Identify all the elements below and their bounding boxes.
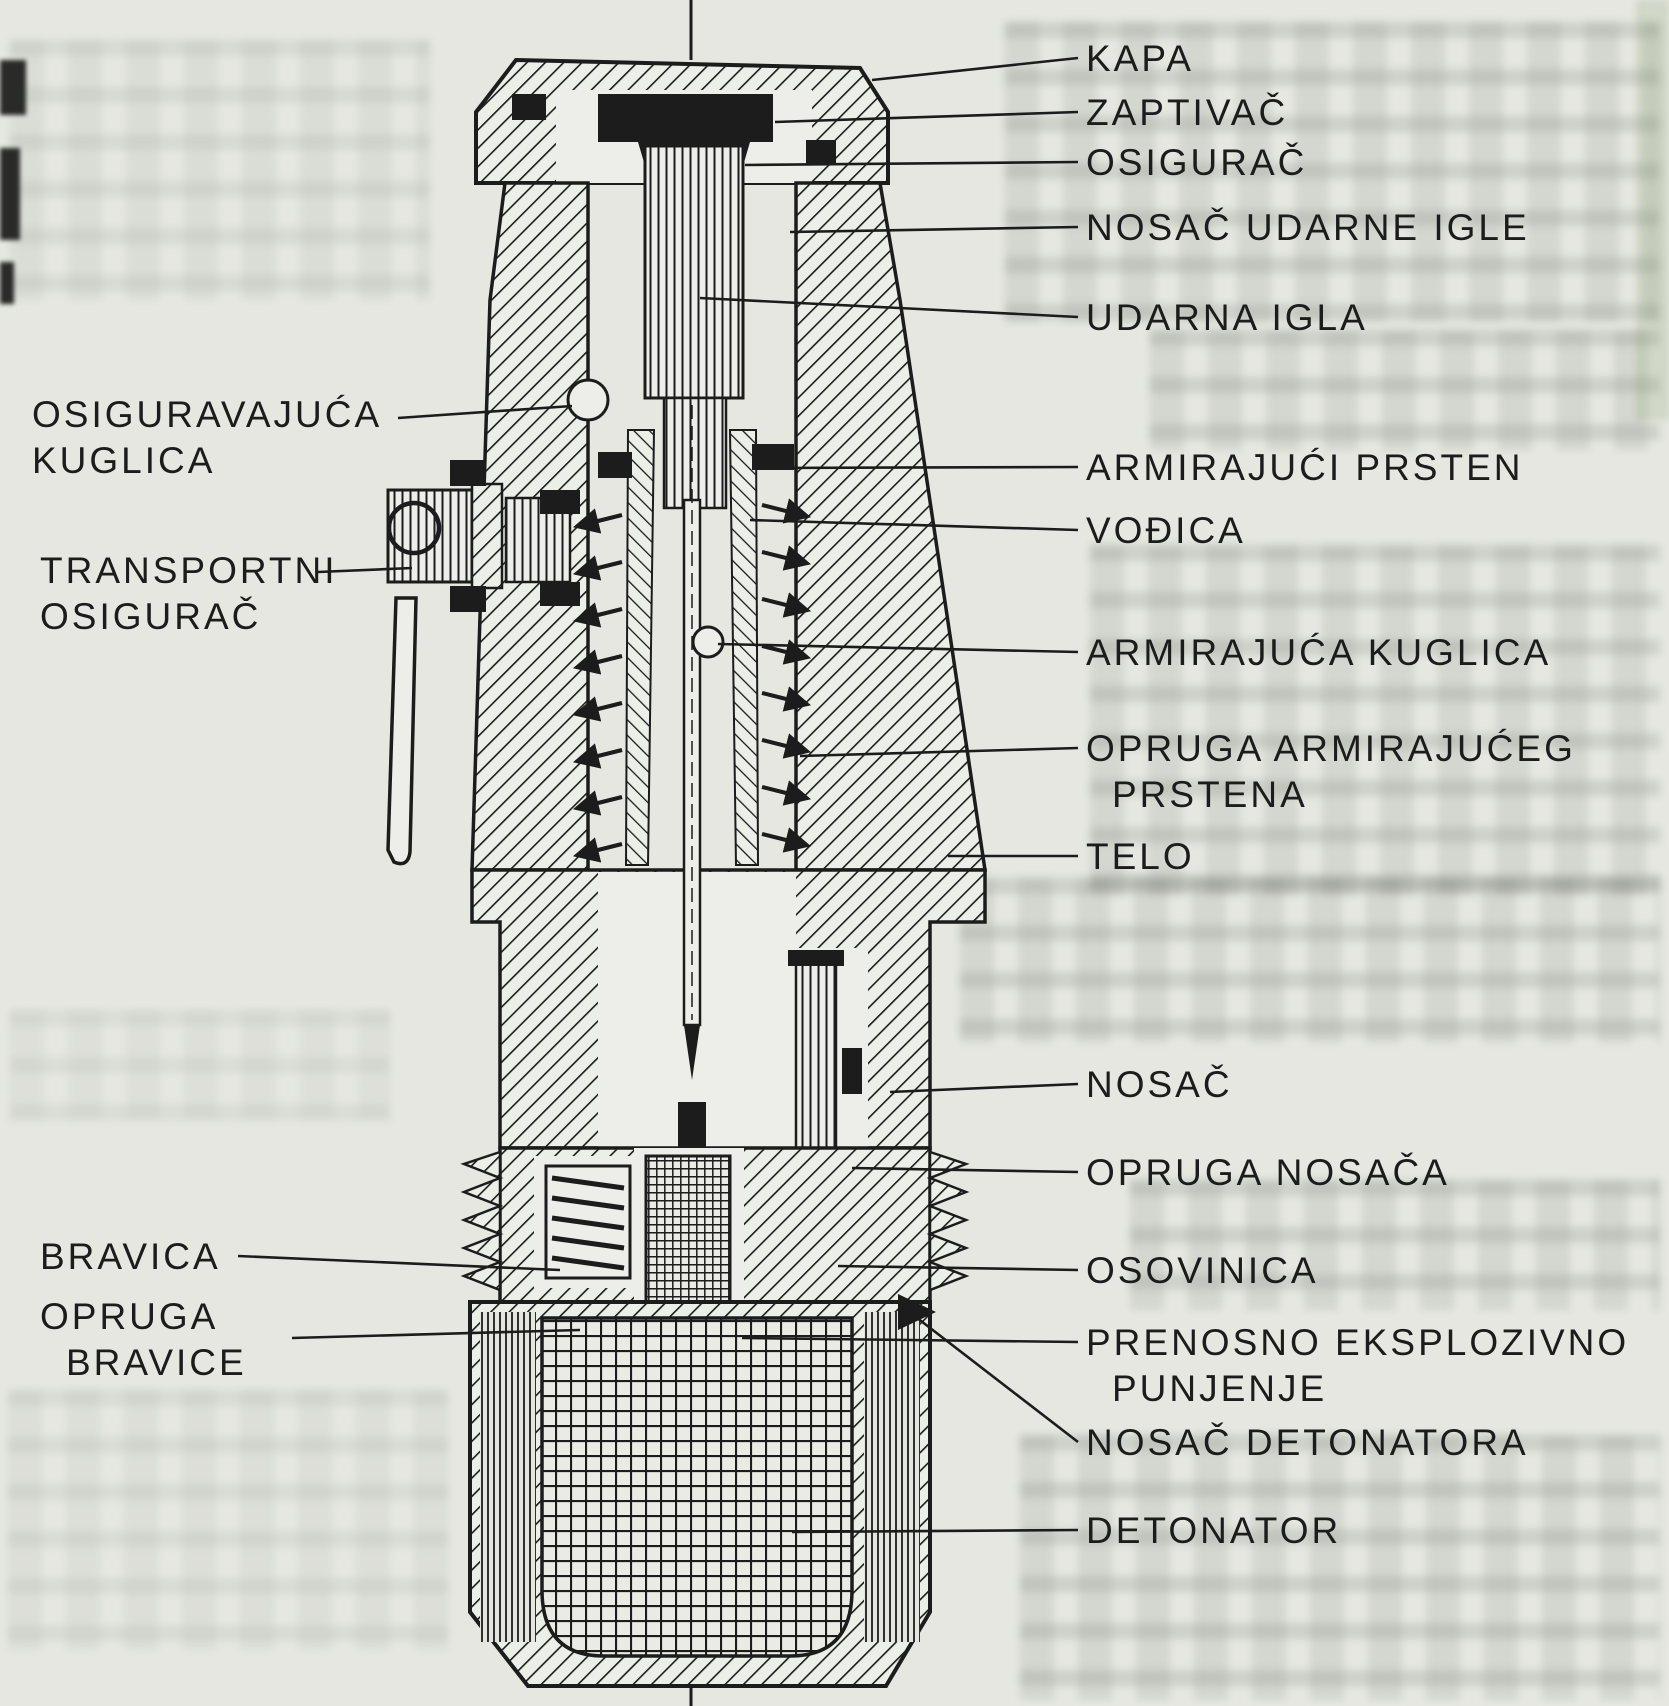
label-bravica: BRAVICA	[40, 1234, 221, 1280]
label-opruga-nosaca: OPRUGA NOSAČA	[1086, 1150, 1450, 1196]
part-osiguravajuca-kuglica	[566, 378, 610, 422]
label-text: VOĐICA	[1086, 510, 1246, 551]
label-kapa: KAPA	[1086, 36, 1194, 82]
part-bravica	[534, 1156, 640, 1288]
label-text: OPRUGA	[40, 1296, 219, 1337]
label-text: KAPA	[1086, 38, 1194, 79]
label-prenosno-eksplozivno-punjenje: PRENOSNO EKSPLOZIVNO PUNJENJE	[1086, 1320, 1629, 1412]
part-opruga-armirajuceg-prstena	[572, 498, 812, 863]
label-text: ZAPTIVAČ	[1086, 92, 1289, 133]
part-armirajuca-kuglica	[691, 625, 725, 659]
label-detonator: DETONATOR	[1086, 1508, 1341, 1554]
label-text: NOSAČ	[1086, 1064, 1233, 1105]
label-text: OSOVINICA	[1086, 1250, 1319, 1291]
part-opruga-nosaca	[842, 1048, 862, 1094]
label-text: TELO	[1086, 836, 1195, 877]
leader-lines	[237, 56, 1079, 1534]
label-telo: TELO	[1086, 834, 1195, 880]
label-text: BRAVICE	[66, 1342, 247, 1383]
label-vodica: VOĐICA	[1086, 508, 1246, 554]
label-osovinica: OSOVINICA	[1086, 1248, 1319, 1294]
label-osiguravajuca-kuglica: OSIGURAVAJUĆA KUGLICA	[32, 392, 382, 484]
label-text: OSIGURAČ	[40, 596, 262, 637]
label-opruga-bravice: OPRUGA BRAVICE	[40, 1294, 247, 1386]
label-text: OSIGURAVAJUĆA	[32, 394, 383, 435]
label-text: KUGLICA	[32, 440, 216, 481]
label-transportni-osigurac: TRANSPORTNI OSIGURAČ	[40, 548, 338, 640]
label-udarna-igla: UDARNA IGLA	[1086, 295, 1368, 341]
label-text: OSIGURAČ	[1086, 142, 1308, 183]
label-text: ARMIRAJUĆI PRSTEN	[1086, 447, 1524, 488]
label-text: UDARNA IGLA	[1086, 297, 1368, 338]
label-text: ARMIRAJUĆA KUGLICA	[1086, 632, 1552, 673]
label-text: PRENOSNO EKSPLOZIVNO	[1086, 1322, 1630, 1363]
part-detonator	[540, 1316, 854, 1658]
part-zaptivac	[598, 94, 773, 142]
part-vodica-right	[728, 429, 760, 866]
label-text: BRAVICA	[40, 1236, 221, 1277]
label-armirajuca-kuglica: ARMIRAJUĆA KUGLICA	[1086, 630, 1551, 676]
label-nosac-udarne-igle: NOSAČ UDARNE IGLE	[1086, 205, 1530, 251]
label-zaptivac: ZAPTIVAČ	[1086, 90, 1288, 136]
label-text: TRANSPORTNI	[40, 550, 338, 591]
label-text: OPRUGA NOSAČA	[1086, 1152, 1450, 1193]
fuze-body	[386, 57, 988, 1688]
part-vodica-left	[624, 429, 656, 866]
part-transportni-osigurac	[386, 460, 580, 866]
label-nosac: NOSAČ	[1086, 1062, 1233, 1108]
scan-edge-mark	[0, 148, 20, 240]
scan-edge-tint	[1636, 0, 1669, 420]
label-opruga-armirajuceg-prstena: OPRUGA ARMIRAJUĆEG PRSTENA	[1086, 726, 1576, 818]
label-text: PRSTENA	[1112, 774, 1308, 815]
label-osigurac: OSIGURAČ	[1086, 140, 1307, 186]
part-thread-right	[926, 1150, 970, 1292]
scan-edge-mark	[0, 262, 14, 304]
label-text: PUNJENJE	[1112, 1368, 1328, 1409]
scan-edge-mark	[0, 60, 26, 115]
label-text: NOSAČ DETONATORA	[1086, 1422, 1529, 1463]
label-text: OPRUGA ARMIRAJUĆEG	[1086, 728, 1576, 769]
label-nosac-detonatora: NOSAČ DETONATORA	[1086, 1420, 1529, 1466]
label-text: DETONATOR	[1086, 1510, 1342, 1551]
label-text: NOSAČ UDARNE IGLE	[1086, 207, 1530, 248]
label-armirajuci-prsten: ARMIRAJUĆI PRSTEN	[1086, 445, 1523, 491]
part-armirajuci-prsten	[598, 452, 632, 478]
part-thread-left	[460, 1150, 504, 1292]
